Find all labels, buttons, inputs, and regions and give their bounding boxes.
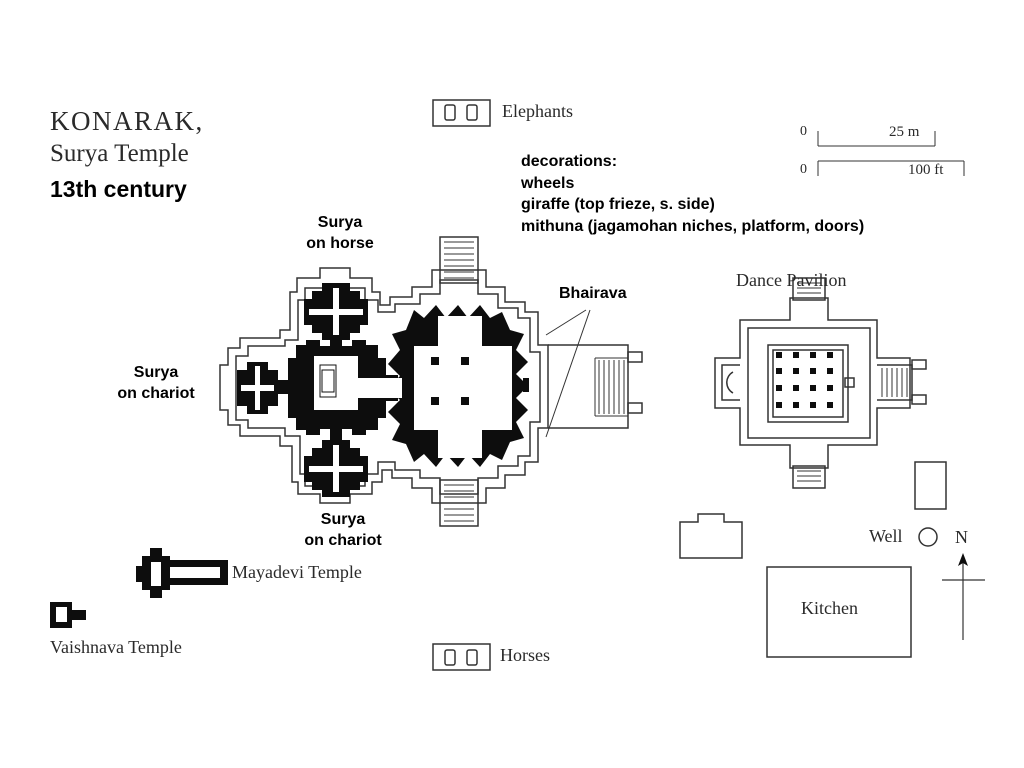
label-elephants: Elephants	[502, 101, 573, 121]
label-well: Well	[869, 526, 903, 546]
map-title: KONARAK,	[50, 106, 204, 136]
label-horses: Horses	[500, 645, 550, 665]
label-line: on chariot	[117, 385, 195, 402]
main-temple-platform	[219, 236, 643, 527]
label-mayadevi-temple: Mayadevi Temple	[232, 562, 362, 582]
label-line: on horse	[306, 235, 374, 252]
label-surya-on-horse: Surya on horse	[300, 212, 380, 254]
vaishnava-temple-plan	[50, 602, 86, 628]
small-building-south	[679, 513, 743, 559]
dance-pavilion-plan	[714, 277, 927, 489]
label-vaishnava-temple: Vaishnava Temple	[50, 637, 182, 657]
label-surya-on-chariot-west: Surya on chariot	[106, 362, 206, 404]
label-line: Surya	[133, 364, 179, 381]
small-building-east	[914, 461, 947, 510]
decoration-item: mithuna (jagamohan niches, platform, doo…	[521, 217, 865, 235]
label-line: Surya	[317, 214, 363, 231]
decoration-item: giraffe (top frieze, s. side)	[521, 196, 715, 213]
elephants-pedestal	[432, 99, 491, 127]
north-arrow-head	[958, 553, 968, 566]
well-circle	[918, 527, 938, 547]
decorations-heading: decorations:	[521, 153, 618, 170]
map-subtitle: Surya Temple	[50, 140, 189, 167]
label-line: Surya	[320, 511, 366, 528]
scale-meters: 25 m	[889, 124, 920, 140]
scale-feet: 100 ft	[908, 162, 944, 178]
decorations-list: decorations: wheels giraffe (top frieze,…	[521, 151, 864, 237]
scale-bar	[817, 131, 965, 176]
label-kitchen: Kitchen	[801, 598, 858, 618]
kitchen-building	[766, 566, 912, 658]
north-arrow	[942, 557, 985, 640]
label-surya-on-chariot-south: Surya on chariot	[293, 509, 393, 551]
label-north: N	[955, 527, 968, 547]
label-bhairava: Bhairava	[559, 285, 627, 302]
decoration-item: wheels	[521, 174, 575, 192]
horses-pedestal	[432, 643, 491, 671]
scale-zero-m: 0	[800, 124, 807, 139]
label-line: on chariot	[304, 532, 382, 549]
map-century: 13th century	[50, 176, 187, 202]
scale-zero-ft: 0	[800, 162, 807, 177]
label-dance-pavilion: Dance Pavilion	[736, 270, 847, 290]
